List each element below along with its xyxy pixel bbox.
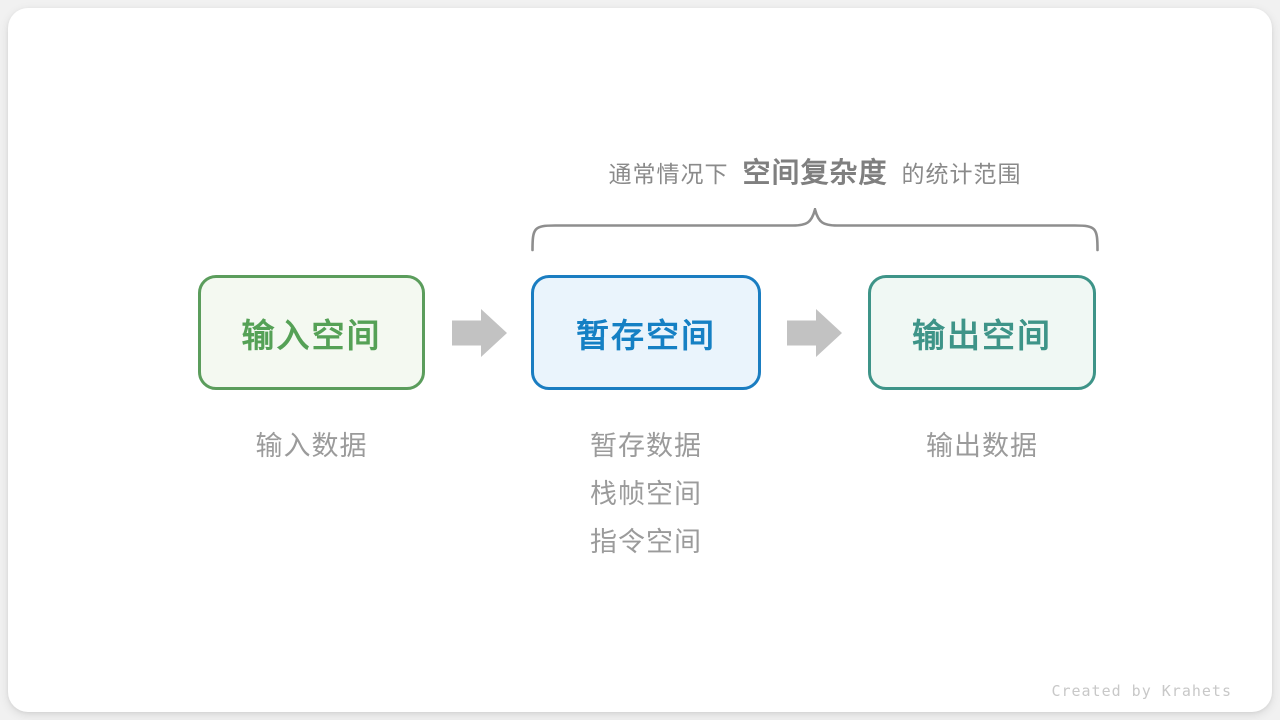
node-input-space: 输入空间 (198, 275, 425, 390)
title-suffix: 的统计范围 (901, 161, 1022, 187)
caption-line: 暂存数据 (590, 431, 702, 461)
arrow-right-icon (452, 308, 508, 358)
caption-line: 输入数据 (255, 431, 368, 461)
caption-temp-space: 暂存数据 栈帧空间 指令空间 (531, 432, 761, 556)
node-temp-space-label: 暂存空间 (576, 316, 716, 354)
diagram-card: 通常情况下 空间复杂度 的统计范围 输入空间 暂存空间 输出空间 输入数据 暂存… (8, 8, 1272, 712)
title-highlight: 空间复杂度 (742, 157, 888, 188)
scope-brace (531, 204, 1099, 252)
caption-line: 栈帧空间 (590, 479, 702, 509)
arrow-right-icon (787, 308, 843, 358)
node-output-space-label: 输出空间 (912, 316, 1052, 354)
diagram-title: 通常情况下 空间复杂度 的统计范围 (523, 151, 1107, 191)
node-output-space: 输出空间 (868, 275, 1096, 390)
caption-output-space: 输出数据 (868, 432, 1096, 460)
curly-brace-icon (531, 204, 1099, 252)
watermark-credit: Created by Krahets (1051, 682, 1232, 700)
caption-line: 输出数据 (926, 431, 1038, 461)
caption-input-space: 输入数据 (198, 432, 425, 460)
node-temp-space: 暂存空间 (531, 275, 761, 390)
node-input-space-label: 输入空间 (241, 316, 382, 354)
caption-line: 指令空间 (590, 527, 702, 557)
title-prefix: 通常情况下 (608, 161, 729, 187)
